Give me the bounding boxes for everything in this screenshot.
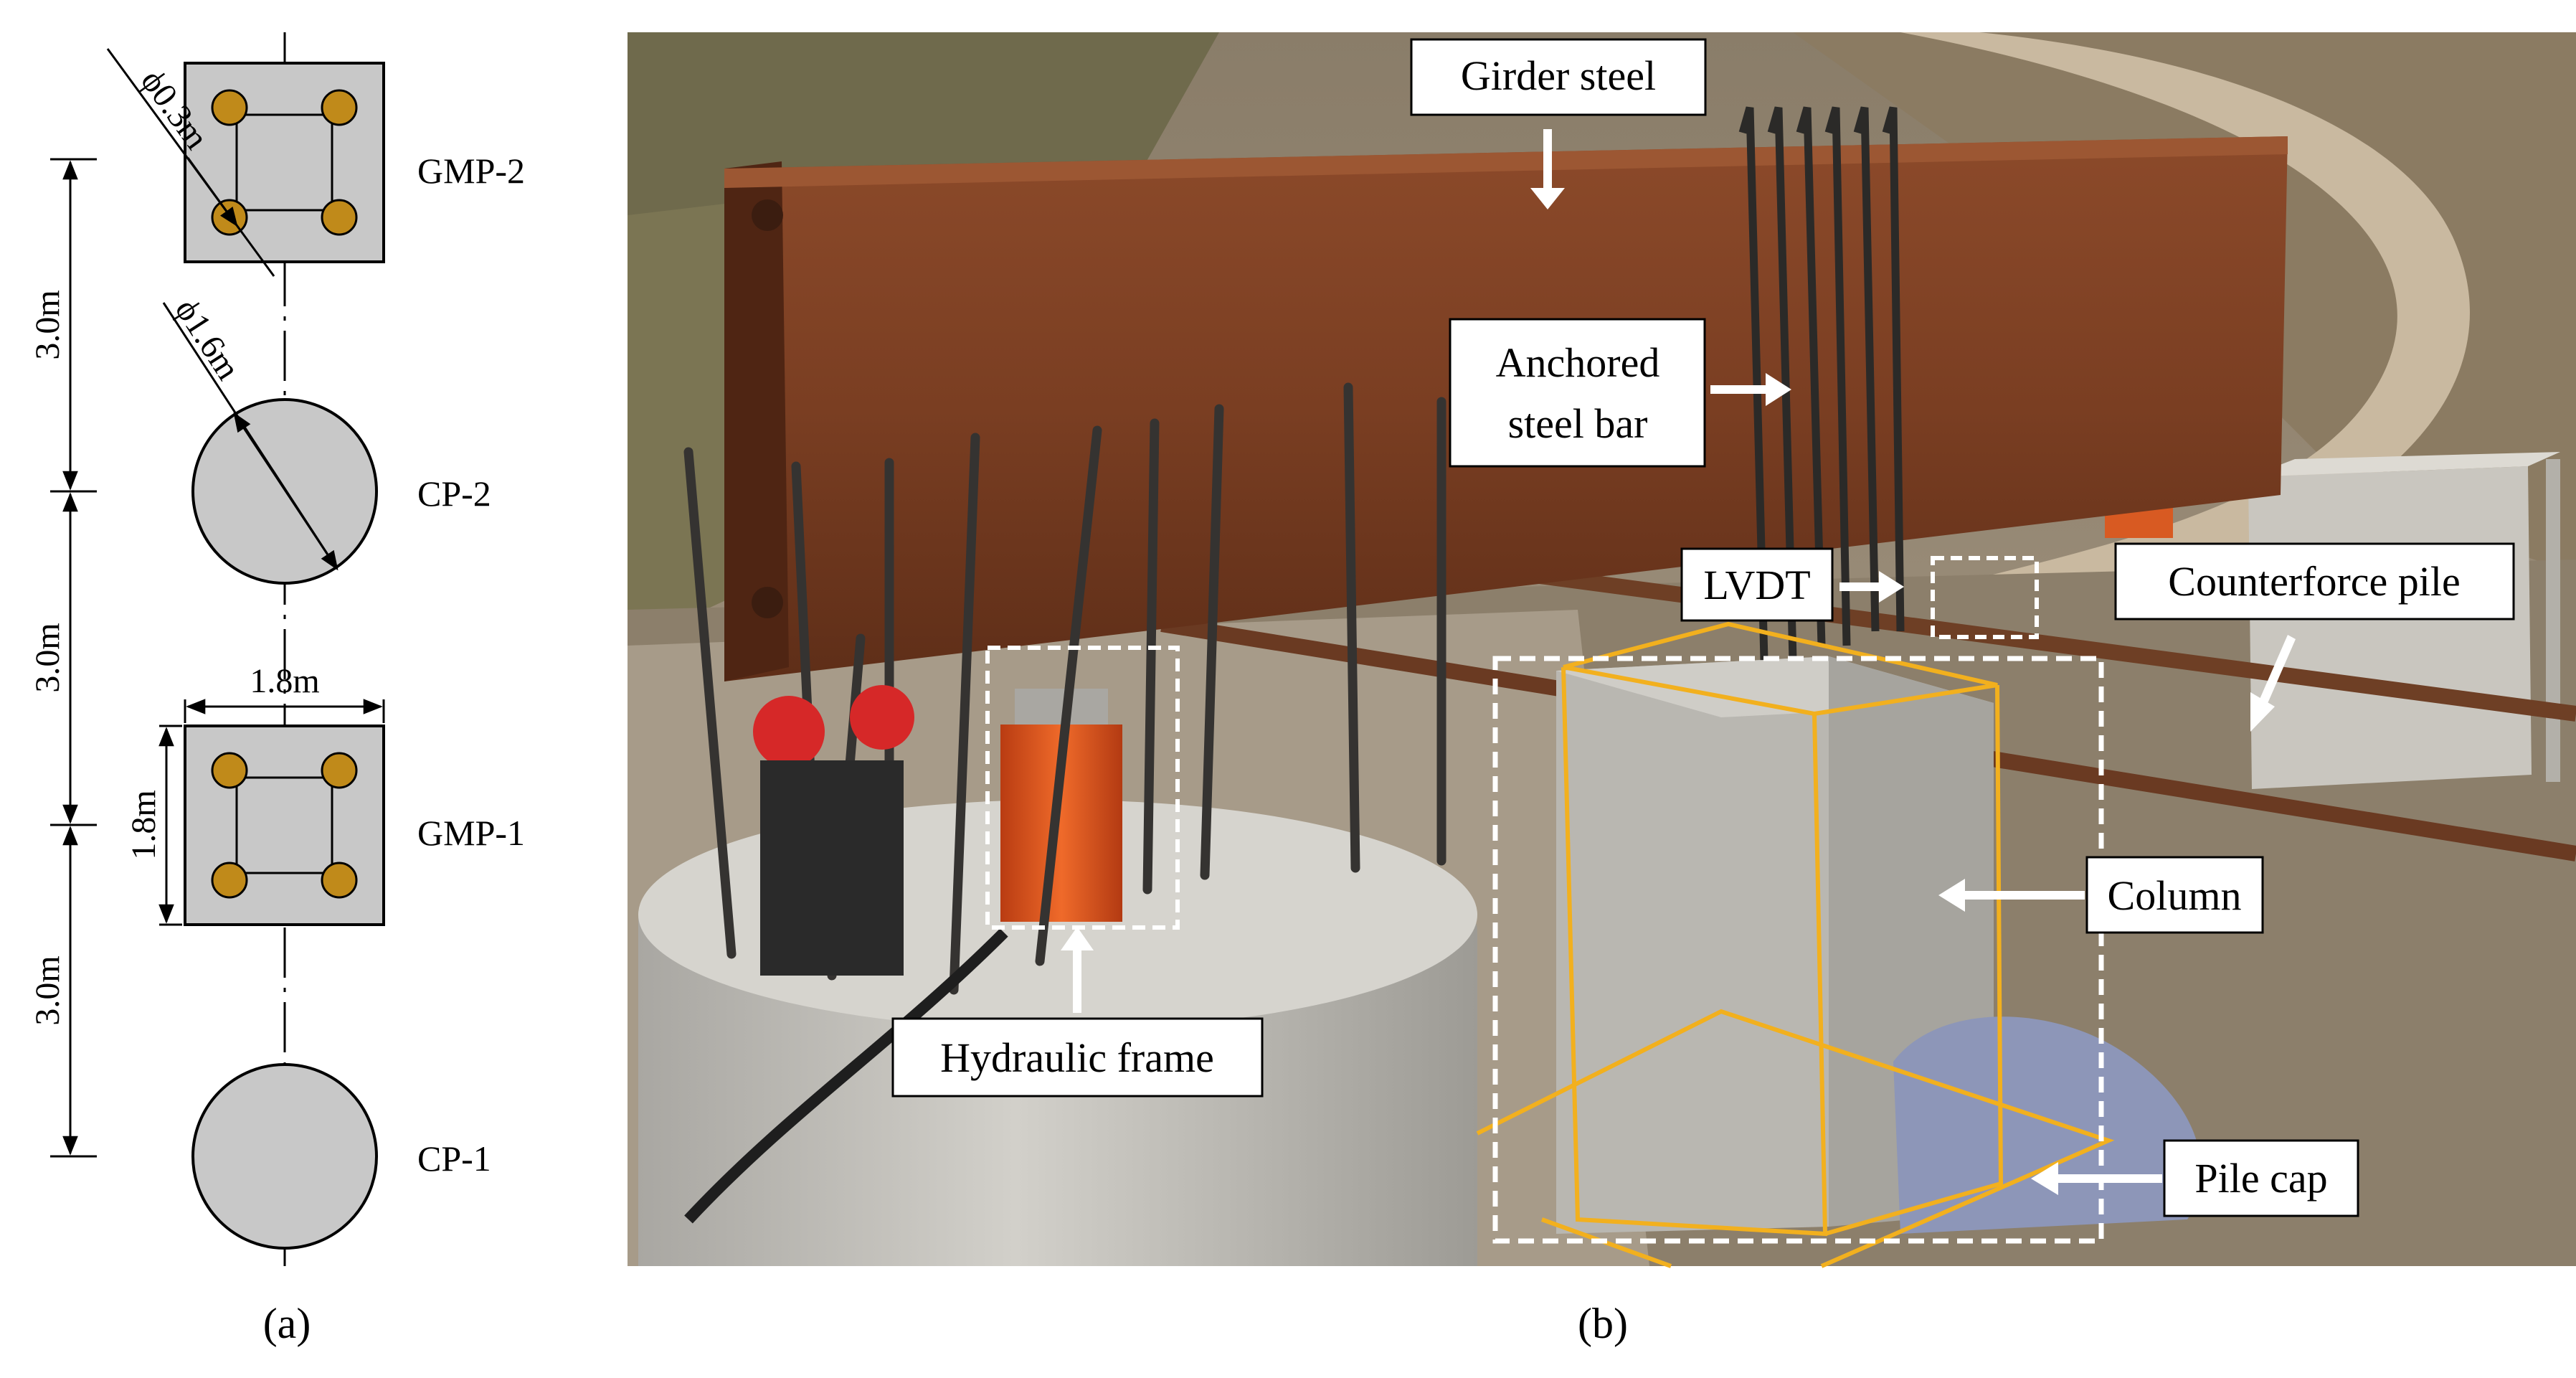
gmp-1-label: GMP-1 [417, 813, 525, 853]
panel-a-caption: (a) [263, 1300, 311, 1347]
hydraulic-frame-label: Hydraulic frame [940, 1034, 1214, 1081]
callout-column: Column [2085, 856, 2264, 934]
highlight-outlines [985, 556, 2115, 1268]
spacing-label-1: 3.0m [29, 290, 67, 359]
cp-1-plan [191, 1063, 378, 1250]
callout-hydraulic-frame: Hydraulic frame [891, 1017, 1264, 1098]
cap-height-label: 1.8m [125, 790, 163, 859]
anchored-label-line1: Anchored [1496, 339, 1660, 386]
lvdt-label: LVDT [1703, 562, 1810, 608]
callout-anchored-steel-bar: Anchored steel bar [1449, 318, 1706, 468]
callout-pile-cap: Pile cap [2163, 1139, 2359, 1217]
panel-b-field-photo: Girder steel Anchored steel bar LVDT Cou… [628, 32, 2576, 1347]
spacing-label-2: 3.0m [29, 623, 67, 692]
callout-girder-steel: Girder steel [1410, 38, 1707, 116]
spacing-label-3: 3.0m [29, 955, 67, 1025]
cp-1-label: CP-1 [417, 1138, 491, 1179]
spacing-dimension-chain [50, 158, 97, 1158]
anchored-label-line2: steel bar [1508, 400, 1648, 447]
pile-diameter-label: ϕ1.6m [168, 292, 247, 387]
column-box [1492, 656, 2104, 1244]
callout-arrows [1061, 129, 2296, 1195]
counterforce-pile-label: Counterforce pile [2168, 558, 2460, 605]
callout-counterforce-pile: Counterforce pile [2114, 542, 2515, 620]
gmp-1-plan [158, 699, 385, 926]
gmp-2-plan [106, 48, 385, 277]
panel-a-plan-view: ϕ0.3m GMP-2 ϕ1.6m CP-2 1.8m 1 [29, 32, 525, 1347]
pile-cap-label: Pile cap [2194, 1155, 2327, 1202]
cp-2-label: CP-2 [417, 473, 491, 514]
panel-b-caption: (b) [1578, 1300, 1628, 1347]
lvdt-box [1931, 556, 2039, 639]
cp-2-plan [162, 302, 378, 585]
cap-width-label: 1.8m [250, 662, 319, 700]
gmp-2-label: GMP-2 [417, 151, 525, 191]
column-label: Column [2108, 872, 2242, 919]
callout-lvdt: LVDT [1680, 547, 1834, 622]
hydraulic-frame-box [985, 646, 1180, 930]
girder-steel-label: Girder steel [1461, 52, 1656, 99]
